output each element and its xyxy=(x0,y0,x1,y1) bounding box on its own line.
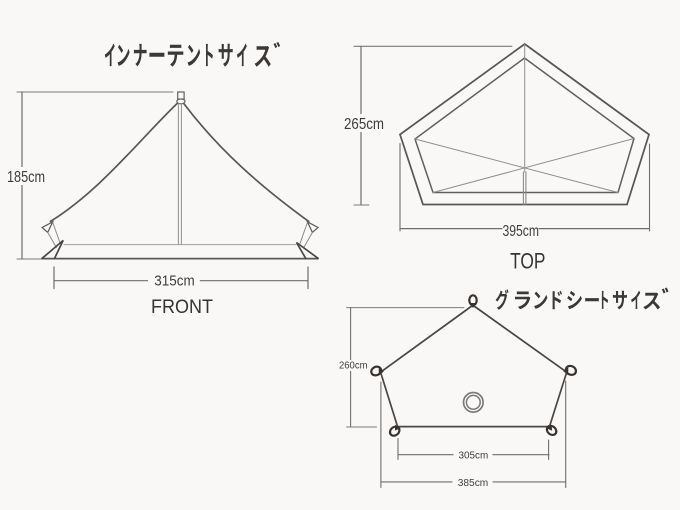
svg-text:305cm: 305cm xyxy=(459,451,489,462)
svg-text:FRONT: FRONT xyxy=(151,297,213,318)
svg-text:265cm: 265cm xyxy=(344,116,384,133)
svg-text:TOP: TOP xyxy=(510,249,545,274)
svg-text:185cm: 185cm xyxy=(7,169,45,186)
svg-text:385cm: 385cm xyxy=(458,478,488,489)
svg-text:395cm: 395cm xyxy=(503,223,540,240)
svg-text:315cm: 315cm xyxy=(154,273,194,290)
svg-text:260cm: 260cm xyxy=(339,361,368,372)
